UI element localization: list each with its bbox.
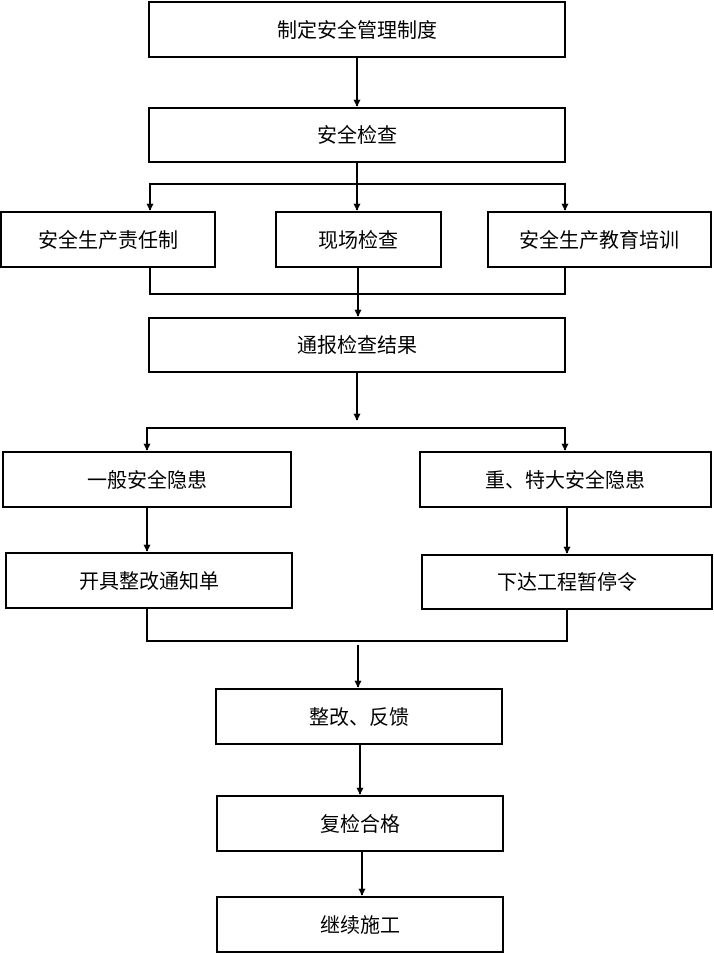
node-continue-construction: 继续施工 (216, 896, 504, 953)
node-onsite-inspection: 现场检查 (275, 211, 442, 268)
node-label: 安全检查 (317, 123, 397, 147)
connectors (143, 57, 571, 896)
branch-bar-hazards (146, 427, 566, 440)
node-label: 制定安全管理制度 (277, 18, 437, 42)
node-label: 整改、反馈 (309, 705, 409, 729)
node-safety-education-training: 安全生产教育培训 (487, 211, 712, 268)
node-general-hazard: 一般安全隐患 (2, 451, 292, 508)
node-rectify-feedback: 整改、反馈 (215, 688, 503, 745)
node-establish-safety-rules: 制定安全管理制度 (148, 1, 566, 58)
node-label: 通报检查结果 (297, 333, 417, 357)
node-work-suspension-order: 下达工程暂停令 (421, 554, 713, 610)
node-safety-inspection: 安全检查 (148, 107, 566, 163)
node-label: 下达工程暂停令 (497, 570, 637, 594)
node-label: 重、特大安全隐患 (485, 468, 645, 492)
node-label: 继续施工 (320, 913, 400, 937)
merge-bar-actions (146, 608, 568, 642)
node-label: 现场检查 (318, 228, 398, 252)
node-label: 一般安全隐患 (87, 468, 207, 492)
node-reinspection-passed: 复检合格 (216, 795, 504, 852)
node-major-hazard: 重、特大安全隐患 (419, 451, 712, 508)
node-report-inspection-results: 通报检查结果 (148, 317, 566, 373)
node-label: 安全生产教育培训 (519, 228, 679, 252)
node-label: 复检合格 (320, 812, 400, 836)
branch-bar-inspection (149, 183, 566, 198)
node-safety-responsibility-system: 安全生产责任制 (0, 211, 216, 268)
node-rectification-notice: 开具整改通知单 (5, 552, 293, 609)
node-label: 安全生产责任制 (38, 228, 178, 252)
node-label: 开具整改通知单 (79, 569, 219, 593)
